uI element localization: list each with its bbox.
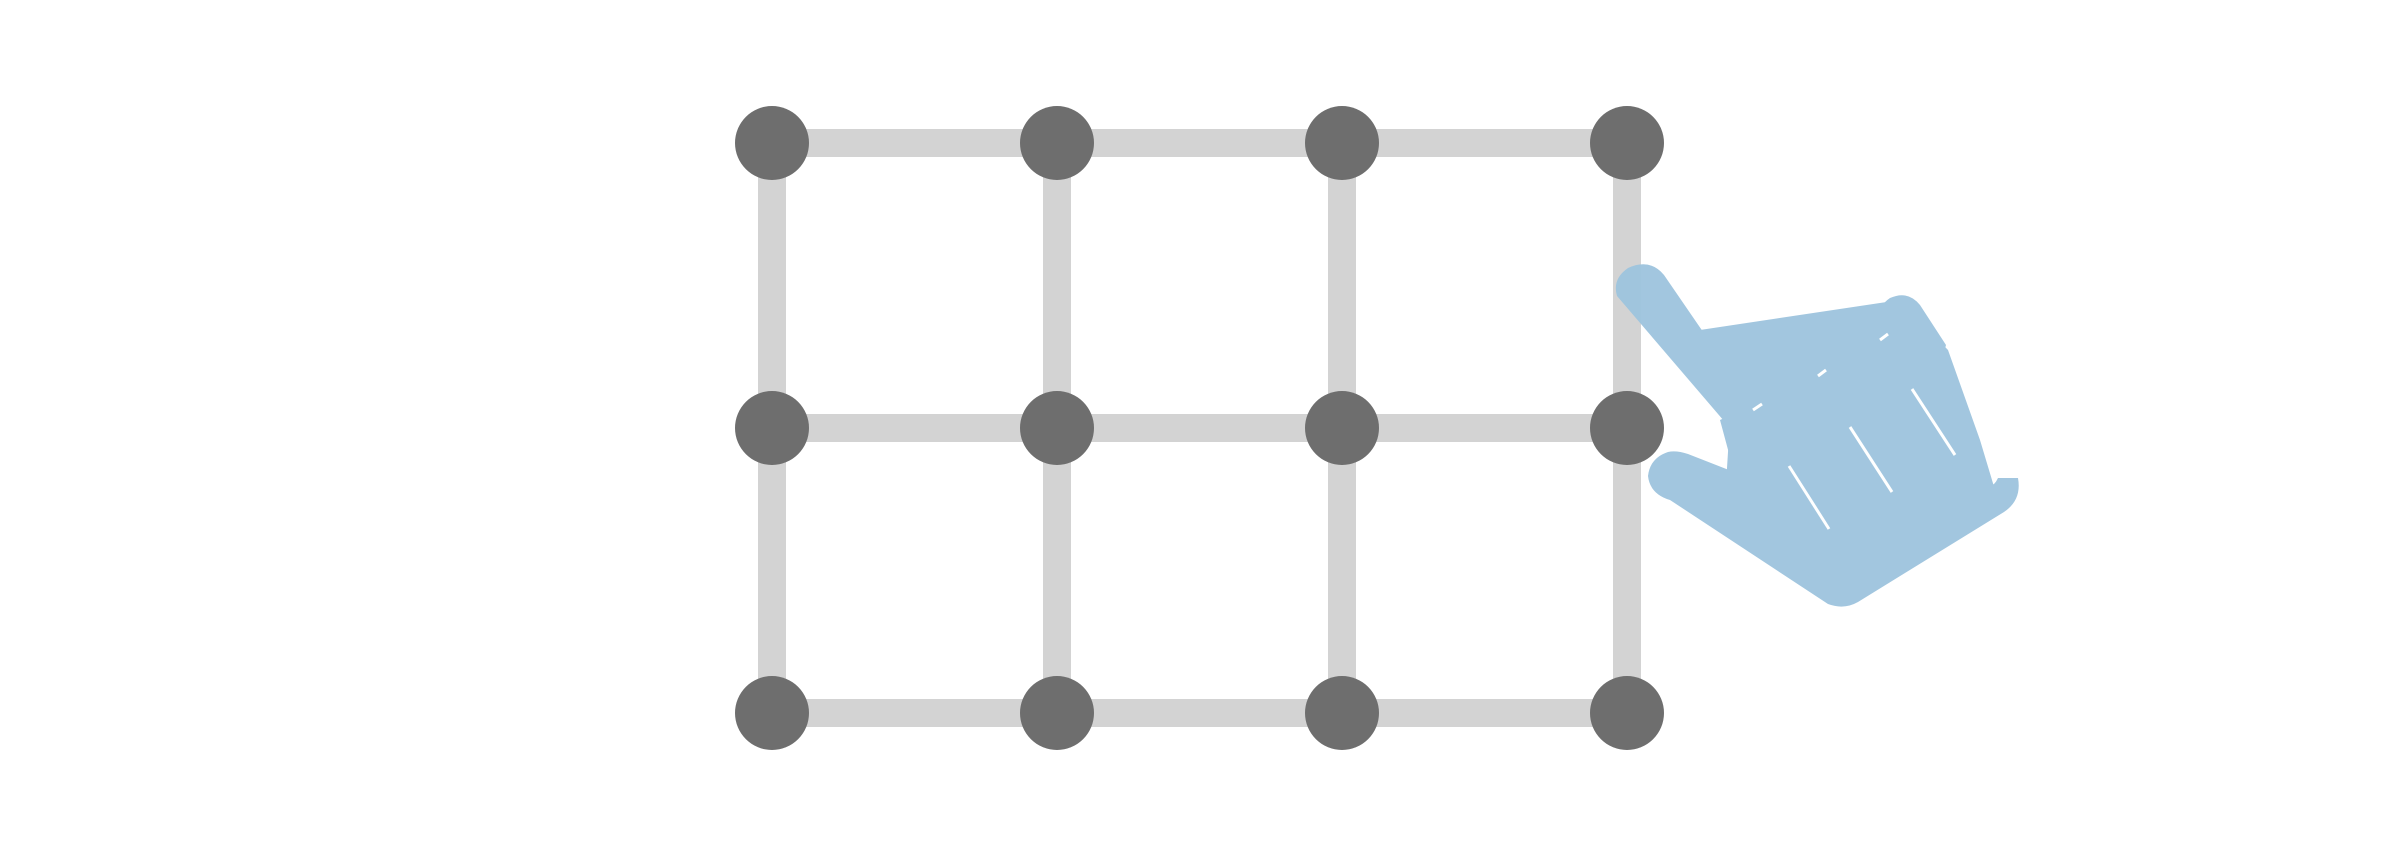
grid-node[interactable] xyxy=(1020,391,1094,465)
grid-node[interactable] xyxy=(1020,106,1094,180)
hand-fill-core xyxy=(1645,286,1998,600)
grid-node[interactable] xyxy=(1590,676,1664,750)
grid-node[interactable] xyxy=(735,391,809,465)
grid-node[interactable] xyxy=(735,676,809,750)
grid-node[interactable] xyxy=(735,106,809,180)
pointing-hand-icon xyxy=(1615,264,2019,607)
grid-node[interactable] xyxy=(1305,391,1379,465)
grid-node[interactable] xyxy=(1020,676,1094,750)
hand-finger-lines xyxy=(1752,332,1957,530)
grid-node[interactable] xyxy=(1590,106,1664,180)
grid-node[interactable] xyxy=(1590,391,1664,465)
grid-node[interactable] xyxy=(1305,106,1379,180)
hand-silhouette xyxy=(1615,264,2019,607)
edges-layer xyxy=(758,129,1641,727)
grid-node[interactable] xyxy=(1305,676,1379,750)
